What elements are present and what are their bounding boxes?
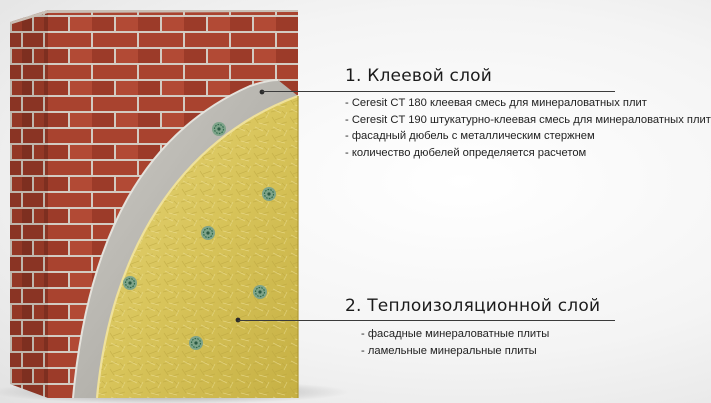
layer-1-items: - Ceresit CT 180 клеевая смесь для минер… — [345, 95, 711, 161]
layer-2-items: - фасадные минераловатные плиты - ламель… — [361, 326, 549, 359]
dowels — [123, 122, 276, 350]
list-item: - Ceresit CT 190 штукатурно-клеевая смес… — [345, 113, 711, 126]
list-item: - фасадный дюбель с металлическим стержн… — [345, 130, 595, 142]
pointer-dot-adhesive — [259, 89, 265, 95]
dowel-icon — [253, 285, 267, 299]
layer-1-title: 1. Клеевой слой — [345, 66, 493, 86]
leader-line-adhesive — [262, 91, 615, 92]
dowel-icon — [201, 226, 215, 240]
list-item: - ламельные минеральные плиты — [361, 344, 537, 357]
list-item: - Ceresit CT 180 клеевая смесь для минер… — [345, 97, 647, 109]
layer-2-title: 2. Теплоизоляционной слой — [345, 296, 601, 316]
dowel-icon — [262, 187, 276, 201]
adhesive-layer-edge — [72, 79, 279, 399]
leader-line-insulation — [238, 320, 615, 321]
list-item: - количество дюбелей определяется расчет… — [345, 146, 587, 159]
dowel-icon — [189, 336, 203, 350]
dowel-icon — [123, 276, 137, 290]
insulation-board — [95, 94, 299, 399]
dowel-icon — [212, 122, 226, 136]
list-item: - фасадные минераловатные плиты — [361, 328, 550, 340]
adhesive-layer — [73, 80, 298, 398]
